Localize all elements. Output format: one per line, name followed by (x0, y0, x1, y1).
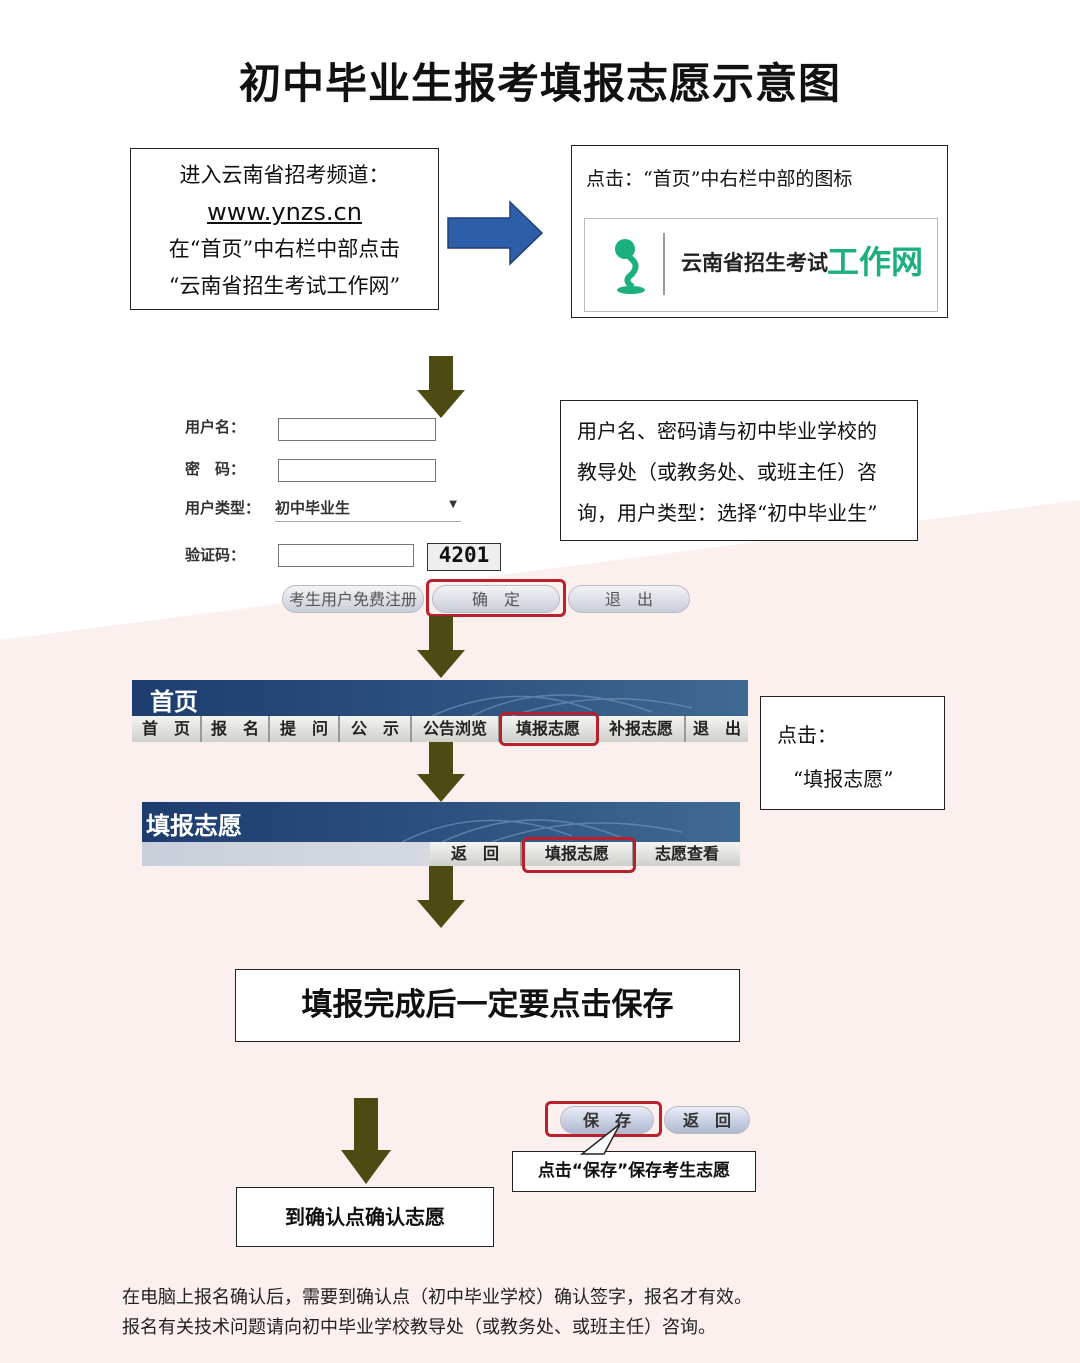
down-arrow-icon (417, 616, 465, 678)
click-fill-note-line2: “填报志愿” (793, 767, 894, 791)
nav-view-volunteer[interactable]: 志愿查看 (654, 844, 719, 863)
down-arrow-icon (341, 1098, 391, 1184)
nav-supplement-volunteer[interactable]: 补报志愿 (598, 716, 686, 742)
usertype-value: 初中毕业生 (275, 499, 351, 517)
account-note-line1: 用户名、密码请与初中毕业学校的 (577, 419, 877, 443)
step1-line4: “云南省招生考试工作网” (168, 274, 401, 298)
captcha-label: 验证码： (185, 546, 246, 564)
logo-big-text: 工作网 (827, 243, 924, 281)
home-nav-bar: 首 页 报 名 提 问 公 示 公告浏览 填报志愿 补报志愿 退 出 (132, 716, 748, 742)
nav-exit[interactable]: 退 出 (692, 719, 741, 738)
nav-home[interactable]: 首 页 (132, 716, 202, 742)
usertype-select[interactable]: 初中毕业生 ▼ (275, 497, 461, 522)
back-button[interactable]: 返 回 (664, 1106, 750, 1134)
nav-back[interactable]: 返 回 (430, 842, 522, 866)
logo-text: 云南省招生考试 (681, 250, 828, 275)
captcha-input[interactable] (278, 544, 414, 567)
confirm-point-box: 到确认点确认志愿 (236, 1187, 494, 1247)
callout-pointer-icon (580, 1123, 621, 1155)
captcha-image: 4201 (427, 543, 501, 571)
fill-form-highlight (522, 837, 636, 873)
dropdown-arrow-icon: ▼ (449, 499, 457, 510)
banner-swirl-decoration (431, 694, 693, 716)
down-arrow-icon (417, 866, 465, 928)
account-note-line3: 询，用户类型：选择“初中毕业生” (577, 501, 878, 525)
fill-banner-title: 填报志愿 (146, 811, 242, 840)
footer-line2: 报名有关技术问题请向初中毕业学校教导处（或教务处、或班主任）咨询。 (122, 1317, 716, 1338)
blue-right-arrow-icon (447, 200, 544, 266)
banner-swirl-decoration (401, 819, 683, 842)
save-highlight (545, 1101, 662, 1137)
step1-box: 进入云南省招考频道： www.ynzs.cn 在“首页”中右栏中部点击 “云南省… (130, 148, 439, 310)
nav-announcements[interactable]: 公告浏览 (412, 716, 500, 742)
page-title: 初中毕业生报考填报志愿示意图 (238, 59, 841, 108)
save-button[interactable]: 保 存 (560, 1106, 654, 1134)
fill-volunteer-highlight (499, 712, 599, 746)
step1-line3: 在“首页”中右栏中部点击 (168, 237, 401, 261)
home-banner: 首页 (132, 680, 748, 716)
nav-register[interactable]: 报 名 (202, 716, 270, 742)
nav-ask[interactable]: 提 问 (270, 716, 340, 742)
step2-text: 点击：“首页”中右栏中部的图标 (586, 168, 853, 190)
lamp-logo-icon (615, 239, 645, 294)
username-label: 用户名： (185, 418, 246, 436)
ynzs-url-link[interactable]: www.ynzs.cn (207, 198, 362, 226)
nav-publicity[interactable]: 公 示 (340, 716, 412, 742)
logo-separator (663, 233, 665, 295)
fill-volunteer-banner: 填报志愿 (142, 802, 740, 842)
register-button[interactable]: 考生用户免费注册 (282, 585, 424, 613)
password-input[interactable] (278, 459, 436, 482)
exam-workweb-logo-button[interactable]: 云南省招生考试 工作网 (584, 218, 938, 312)
save-callout-box: 点击“保存”保存考生志愿 (512, 1151, 756, 1192)
down-arrow-icon (417, 742, 465, 802)
step2-box: 点击：“首页”中右栏中部的图标 云南省招生考试 工作网 (571, 145, 948, 318)
click-fill-note-line1: 点击： (777, 723, 837, 747)
fill-nav-bar: 返 回 填报志愿 志愿查看 (430, 842, 740, 866)
footer-line1: 在电脑上报名确认后，需要到确认点（初中毕业学校）确认签字，报名才有效。 (122, 1287, 752, 1308)
down-arrow-icon (417, 356, 465, 418)
home-banner-title: 首页 (150, 687, 198, 716)
save-reminder-box: 填报完成后一定要点击保存 (235, 969, 740, 1042)
username-input[interactable] (278, 418, 436, 441)
usertype-label: 用户类型： (185, 499, 261, 517)
click-fill-note-box: 点击： “填报志愿” (760, 696, 945, 810)
confirm-highlight (426, 579, 566, 617)
account-note-box: 用户名、密码请与初中毕业学校的 教导处（或教务处、或班主任）咨 询，用户类型：选… (560, 400, 918, 541)
account-note-line2: 教导处（或教务处、或班主任）咨 (577, 460, 877, 484)
step1-line1: 进入云南省招考频道： (179, 163, 390, 187)
confirm-button[interactable]: 确 定 (432, 585, 560, 613)
password-label: 密 码： (185, 460, 246, 478)
exit-button[interactable]: 退 出 (568, 585, 690, 613)
